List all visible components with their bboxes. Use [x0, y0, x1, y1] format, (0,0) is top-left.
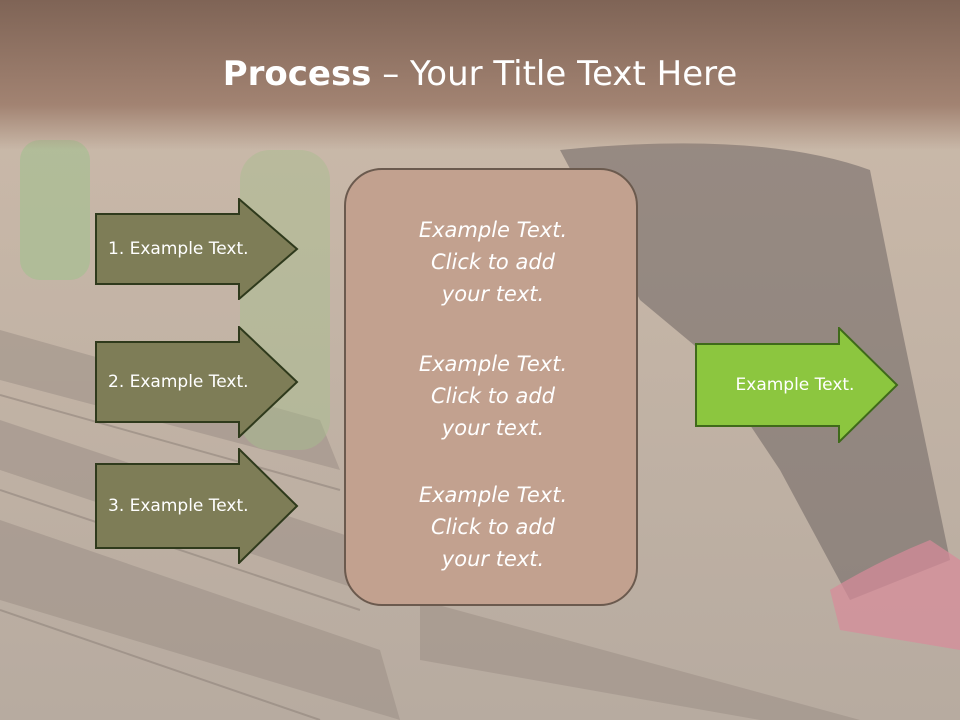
center-text-box[interactable]: Example Text. Click to add your text. Ex… — [344, 168, 638, 606]
text-line: Click to add — [430, 515, 555, 539]
text-block-3: Example Text. Click to add your text. — [346, 479, 636, 575]
arrow-shape — [95, 448, 299, 564]
title-band — [0, 0, 960, 150]
text-line: Example Text. — [418, 218, 568, 242]
right-arrow-label: Example Text. — [735, 375, 855, 395]
title-rest: – Your Title Text Here — [371, 54, 738, 94]
left-arrow-3: 3. Example Text. — [95, 448, 299, 564]
text-line: Example Text. — [418, 352, 568, 376]
arrow-shape — [95, 198, 299, 300]
title-bold: Process — [222, 54, 372, 94]
left-arrow-3-label: 3. Example Text. — [108, 496, 249, 516]
text-line: Click to add — [430, 250, 555, 274]
text-line: your text. — [441, 416, 545, 440]
text-line: Click to add — [430, 384, 555, 408]
left-arrow-2-label: 2. Example Text. — [108, 372, 249, 392]
arrow-shape — [95, 326, 299, 438]
text-block-2: Example Text. Click to add your text. — [346, 348, 636, 444]
page-title: Process – Your Title Text Here — [0, 52, 960, 96]
text-line: your text. — [441, 282, 545, 306]
text-line: Example Text. — [418, 483, 568, 507]
left-arrow-1: 1. Example Text. — [95, 198, 299, 300]
text-line: your text. — [441, 547, 545, 571]
text-block-1: Example Text. Click to add your text. — [346, 214, 636, 310]
right-arrow: Example Text. — [695, 327, 899, 443]
arrow-shape — [695, 327, 899, 443]
left-arrow-1-label: 1. Example Text. — [108, 239, 249, 259]
left-arrow-2: 2. Example Text. — [95, 326, 299, 438]
